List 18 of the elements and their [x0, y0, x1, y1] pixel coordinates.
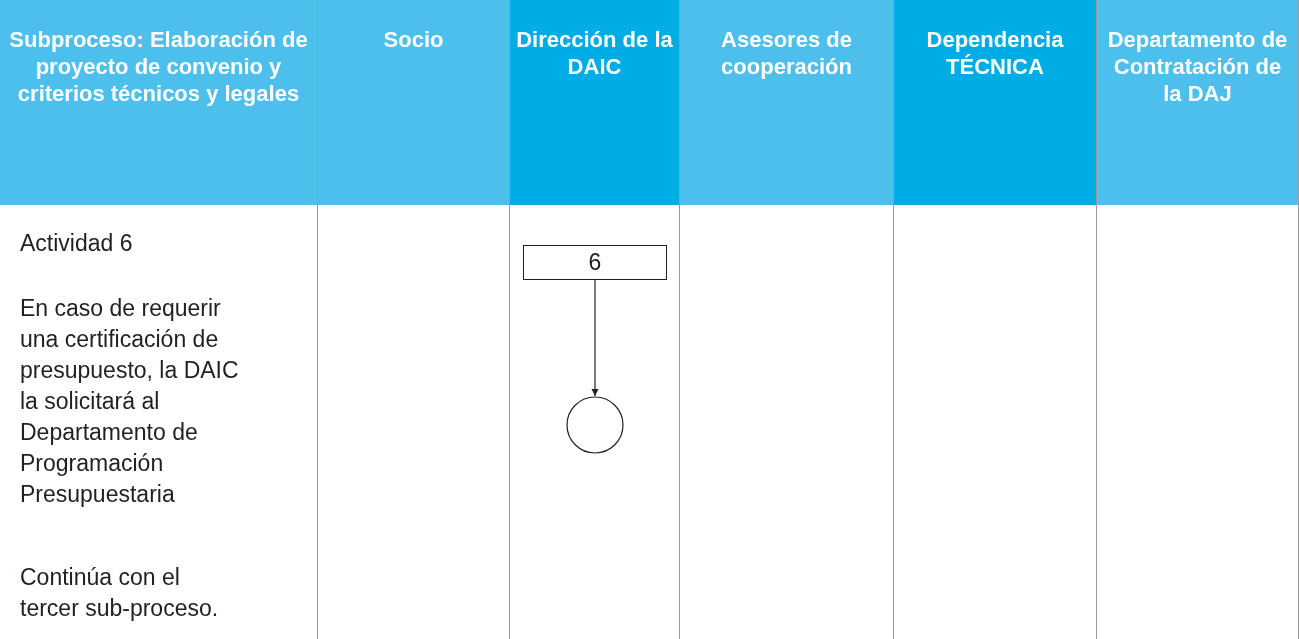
lane-header: Subproceso: Elaboración de proyecto de convenio y criterios técnicos y legales	[0, 0, 317, 205]
swimlane	[894, 0, 1097, 639]
lane-header: Dependencia TÉCNICA	[894, 0, 1096, 205]
lane-header: Asesores de cooperación	[680, 0, 893, 205]
activity-description: En caso de requerir una certificación de presupuesto, la DAIC la solicitará al Departamento de Programación Presupuestaria	[20, 294, 240, 509]
connector-circle	[566, 396, 624, 454]
swimlane	[0, 0, 318, 639]
swimlane	[1097, 0, 1299, 639]
activity-box: 6	[523, 245, 667, 280]
lane-header: Departamento de Contratación de la DAJ	[1097, 0, 1298, 205]
activity-description: Continúa con el tercer sub-proceso.	[20, 563, 220, 623]
arrow	[591, 279, 599, 397]
swimlane	[318, 0, 510, 639]
swimlane	[510, 0, 680, 639]
swimlane	[680, 0, 894, 639]
lane-header: Dirección de la DAIC	[510, 0, 679, 205]
lane-header: Socio	[318, 0, 509, 205]
activity-heading: Actividad 6	[20, 229, 134, 258]
